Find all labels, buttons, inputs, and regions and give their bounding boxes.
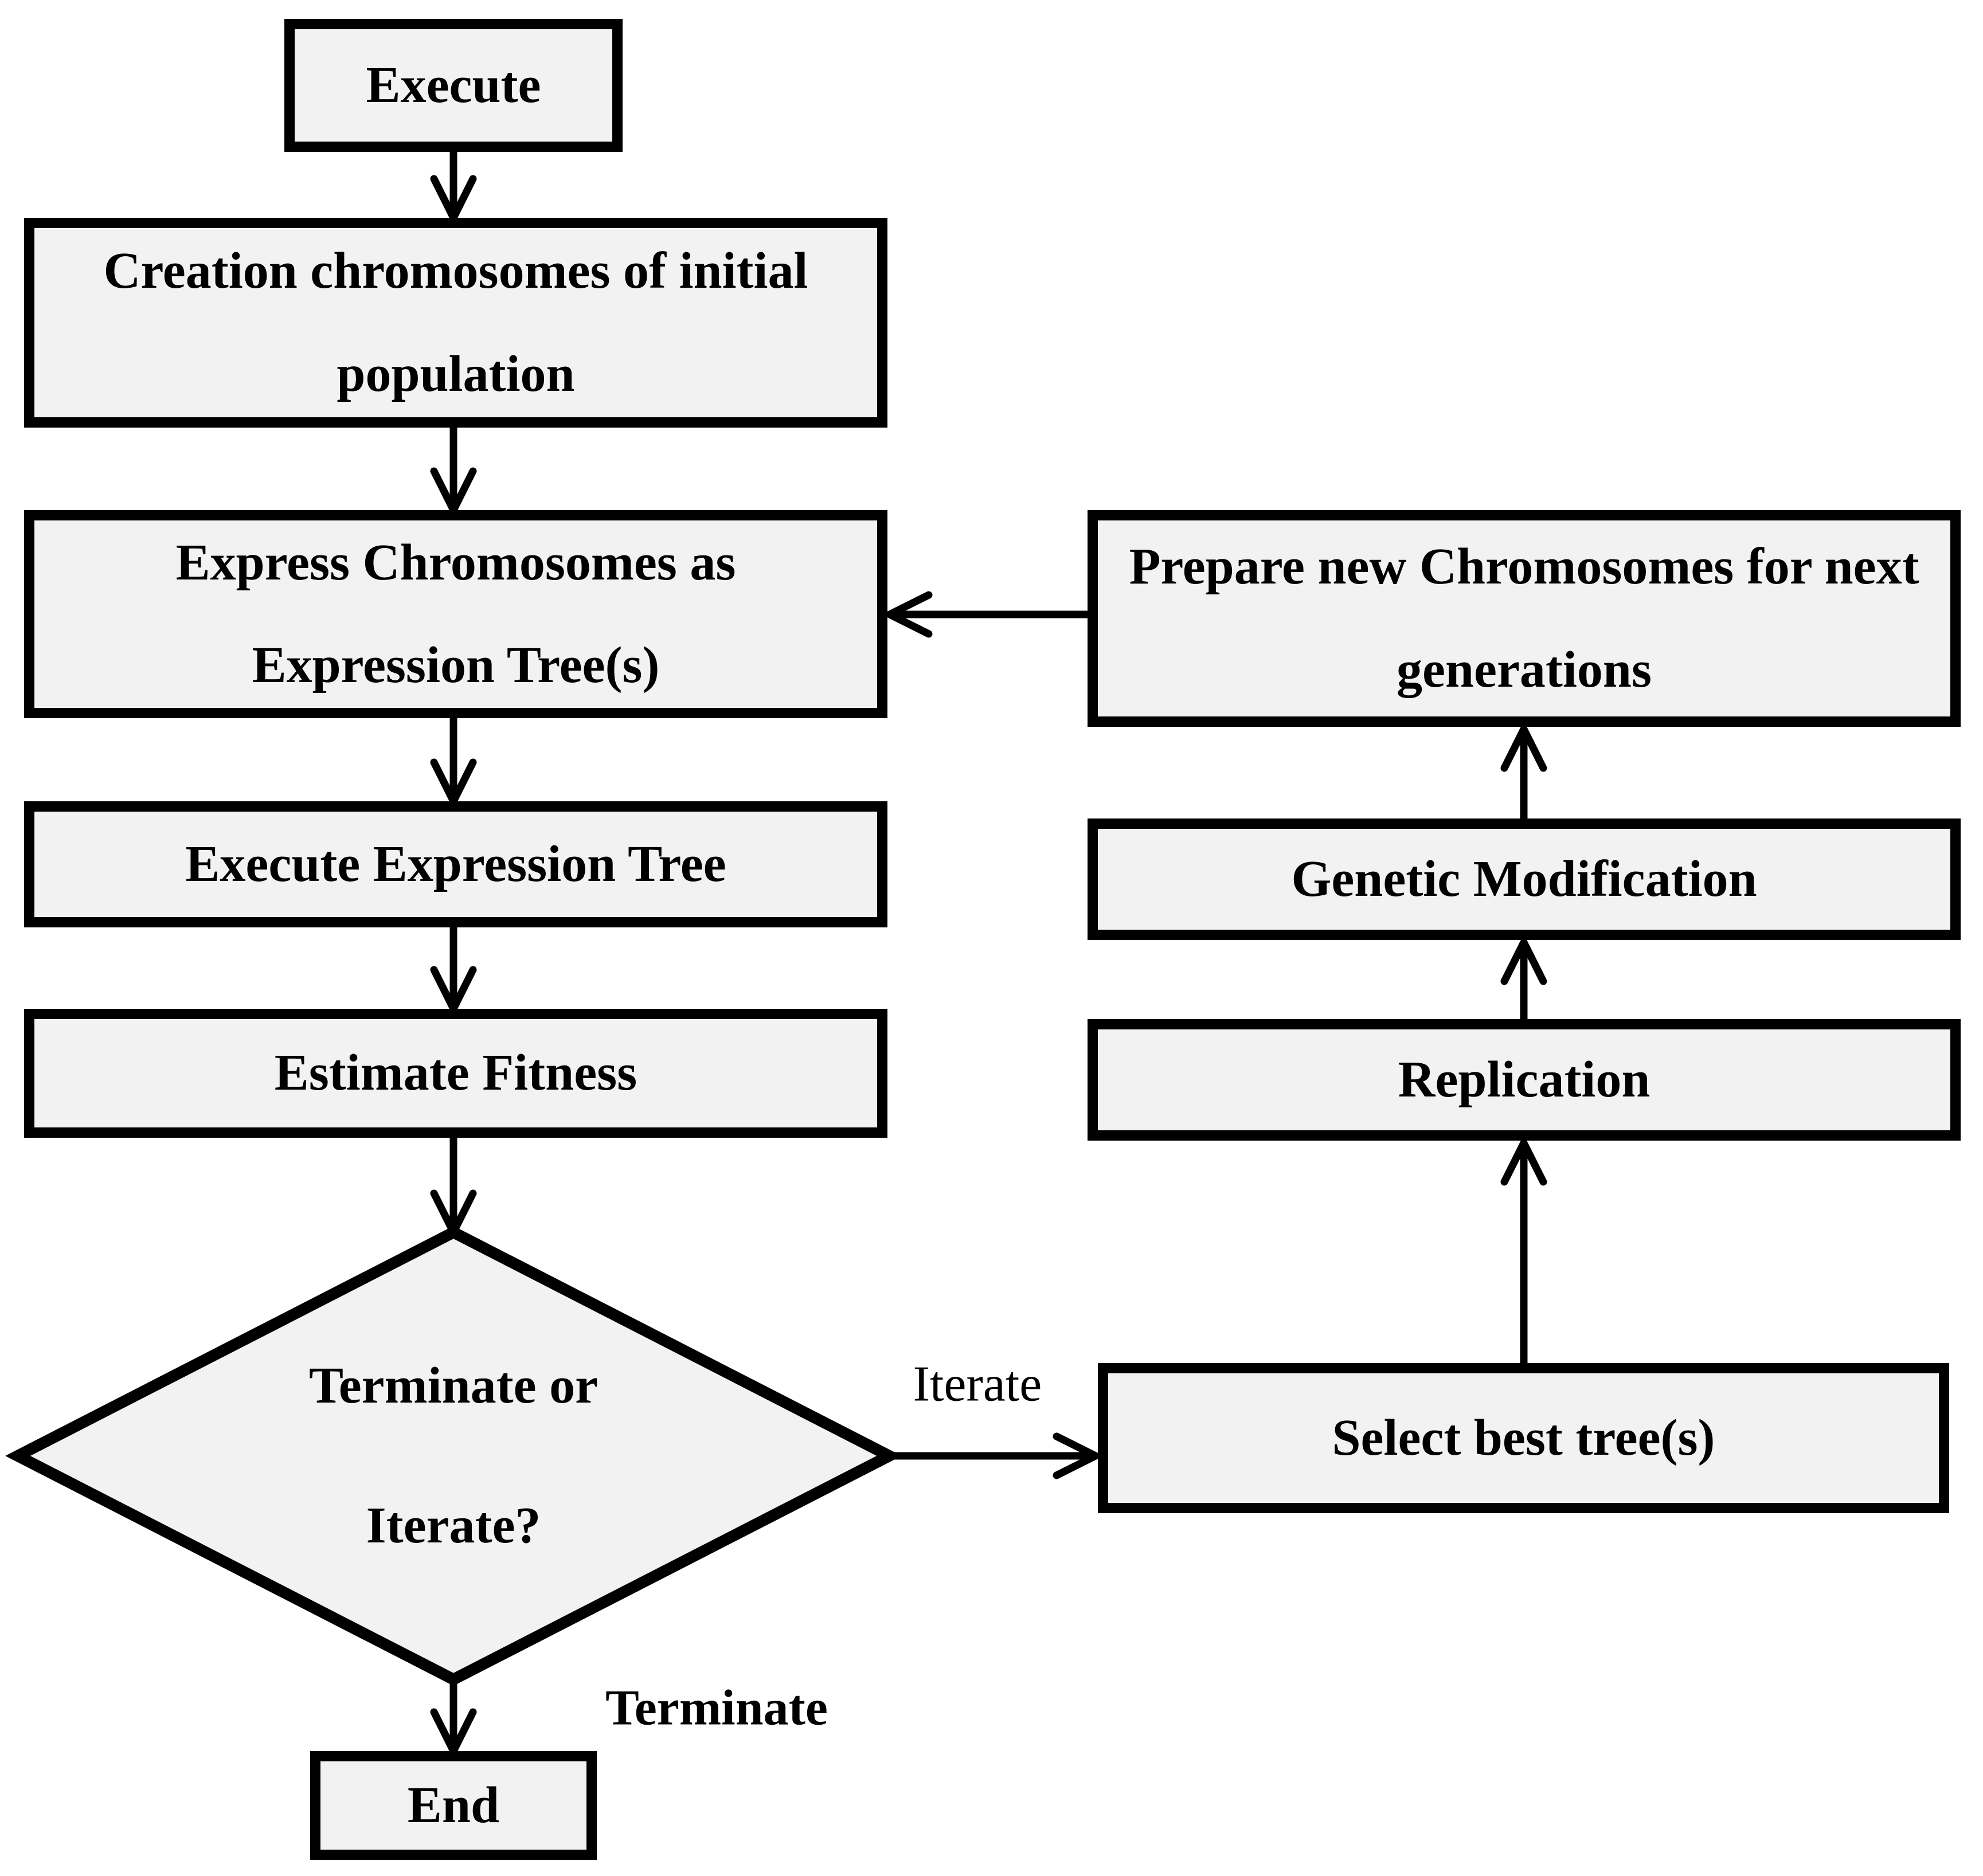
node-label-line: generations	[1397, 641, 1652, 698]
node-label-line: Prepare new Chromosomes for next	[1129, 538, 1919, 595]
node-label-line: Execute	[366, 56, 541, 113]
node-label-line: Genetic Modification	[1291, 850, 1757, 907]
arrowhead-right-icon	[1053, 1432, 1100, 1479]
node-label-line: Express Chromosomes as	[175, 534, 736, 591]
arrowhead-up-icon	[1500, 938, 1547, 985]
edge-execute-tree-to-estimate	[430, 927, 477, 1013]
node-creation-initial-population: Creation chromosomes of initial populatio…	[24, 218, 887, 428]
node-prepare-new-chromosomes: Prepare new Chromosomes for next generati…	[1088, 510, 1961, 727]
arrowhead-left-icon	[886, 591, 933, 638]
edge-replication-to-genetic	[1500, 938, 1547, 1019]
node-label-line: End	[407, 1776, 500, 1834]
terminate-branch-label: Terminate	[605, 1680, 828, 1736]
node-select-best-trees: Select best tree(s)	[1098, 1363, 1949, 1513]
node-terminate-or-iterate	[5, 1225, 902, 1686]
node-execute: Execute	[284, 19, 623, 152]
node-execute-expression-tree: Execute Expression Tree	[24, 801, 887, 927]
edge-prepare-to-express	[886, 591, 1088, 638]
arrowhead-down-icon	[430, 1189, 477, 1236]
node-label-line: Estimate Fitness	[274, 1044, 637, 1102]
edge-express-to-execute-tree	[430, 718, 477, 805]
arrowhead-up-icon	[1500, 725, 1547, 772]
node-genetic-modification: Genetic Modification	[1088, 818, 1961, 940]
arrowhead-up-icon	[1500, 1139, 1547, 1186]
node-express-chromosomes: Express Chromosomes as Expression Tree(s)	[24, 510, 887, 718]
node-label-line: Creation chromosomes of initial	[103, 242, 808, 299]
edge-decision-to-end	[430, 1679, 477, 1755]
edge-genetic-to-prepare	[1500, 725, 1547, 818]
node-label-line: Execute Expression Tree	[185, 835, 726, 892]
edge-decision-to-select	[889, 1432, 1100, 1479]
node-label-line: Select best tree(s)	[1332, 1409, 1715, 1466]
edge-execute-to-creation	[430, 152, 477, 222]
node-label-line: Replication	[1398, 1051, 1650, 1108]
edge-select-to-replication	[1500, 1139, 1547, 1363]
node-end: End	[310, 1751, 597, 1860]
node-replication: Replication	[1088, 1019, 1961, 1141]
iterate-branch-label: Iterate	[913, 1356, 1042, 1412]
node-label-line: Expression Tree(s)	[252, 637, 660, 694]
edge-estimate-to-decision	[430, 1138, 477, 1236]
node-label-line: population	[337, 345, 575, 402]
edge-creation-to-express	[430, 428, 477, 514]
node-estimate-fitness: Estimate Fitness	[24, 1009, 887, 1138]
